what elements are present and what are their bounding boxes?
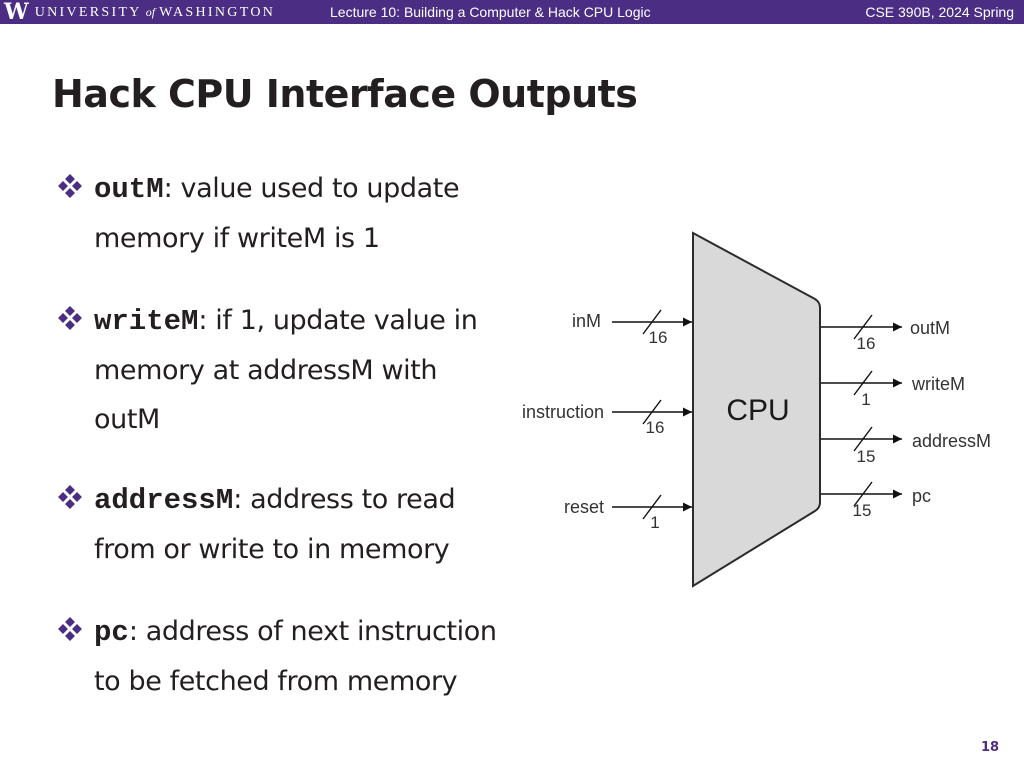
instruction-label: instruction — [522, 402, 604, 422]
course-title: CSE 390B, 2024 Spring — [865, 4, 1014, 20]
lecture-title: Lecture 10: Building a Computer & Hack C… — [330, 4, 651, 20]
writeM-label: writeM — [911, 374, 965, 394]
addressM-label: addressM — [912, 431, 991, 451]
addressM-bus-slash — [853, 426, 873, 452]
bullet-text: writeM: if 1, update value in memory at … — [94, 296, 478, 444]
reset-width: 1 — [650, 513, 659, 532]
diamond-bullet-icon — [58, 485, 82, 509]
outM-width: 16 — [857, 334, 876, 353]
diamond-bullet-icon — [58, 306, 82, 330]
bullet-description: : if 1, update value in — [198, 305, 478, 336]
cpu-block — [692, 231, 821, 588]
reset-label: reset — [564, 497, 604, 517]
pc-bus-slash — [853, 481, 873, 507]
pc-width: 15 — [853, 501, 872, 520]
bullet-text: outM: value used to update memory if wri… — [94, 164, 460, 263]
bullet-term: writeM — [94, 305, 199, 338]
bullet-description: : address to read — [233, 484, 456, 515]
inM-bus-slash — [642, 309, 662, 335]
cpu-label: CPU — [726, 394, 789, 427]
writeM-bus-slash — [853, 370, 873, 396]
writeM-width: 1 — [861, 390, 870, 409]
instruction-width: 16 — [646, 418, 665, 437]
pc-label: pc — [912, 486, 931, 506]
bullet-description: to be fetched from memory — [94, 666, 458, 697]
bullet-addressM: addressM: address to read from or write … — [52, 475, 456, 574]
page-number: 18 — [980, 740, 1000, 755]
bullet-writeM: writeM: if 1, update value in memory at … — [52, 296, 478, 444]
instruction-bus-slash — [642, 399, 662, 425]
cpu-diagram: CPU inM 16 instruction 16 reset 1 outM 1… — [522, 231, 991, 588]
university-part1: UNIVERSITY — [34, 4, 142, 20]
diamond-bullet-icon — [58, 174, 82, 198]
reset-bus-slash — [642, 494, 662, 520]
bullet-description: outM — [94, 404, 160, 435]
bullet-text: pc: address of next instruction to be fe… — [94, 607, 497, 706]
bullet-description: memory if writeM is 1 — [94, 223, 380, 254]
outM-label: outM — [910, 318, 950, 338]
inM-label: inM — [572, 311, 601, 331]
bullet-text: addressM: address to read from or write … — [94, 475, 456, 574]
inM-width: 16 — [649, 328, 668, 347]
bullet-pc: pc: address of next instruction to be fe… — [52, 607, 497, 706]
diamond-bullet-icon — [58, 617, 82, 641]
bullet-description: from or write to in memory — [94, 534, 450, 565]
uw-w-logo-icon: W — [4, 0, 29, 25]
outM-bus-slash — [853, 314, 873, 340]
bullet-description: memory at addressM with — [94, 355, 438, 386]
bullet-term: pc — [94, 616, 129, 649]
bullet-description: : value used to update — [163, 173, 460, 204]
bullet-description: : address of next instruction — [128, 616, 497, 647]
bullet-outM: outM: value used to update memory if wri… — [52, 164, 460, 263]
university-part2: WASHINGTON — [159, 4, 276, 20]
addressM-width: 15 — [857, 447, 876, 466]
bullet-term: addressM — [94, 484, 234, 517]
slide-title: Hack CPU Interface Outputs — [52, 72, 638, 116]
university-of: of — [145, 4, 156, 19]
bullet-term: outM — [94, 173, 164, 206]
